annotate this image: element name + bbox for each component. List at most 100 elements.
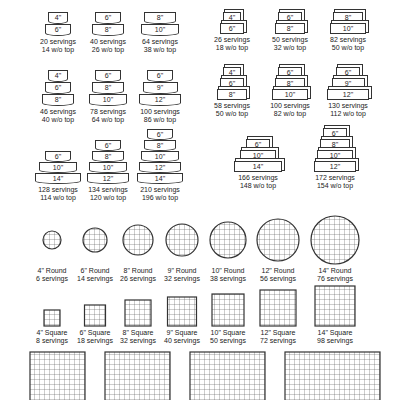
serving-label: 64 servings <box>142 38 178 46</box>
square-tier: 6" <box>246 139 270 150</box>
round-grid <box>311 216 359 264</box>
tier-size: 6" <box>229 80 235 87</box>
square-tier: 14" <box>234 161 282 172</box>
round-tier: 6" <box>147 129 173 140</box>
serving-label: 72 servings <box>260 337 296 345</box>
serving-label: 32 servings <box>120 337 156 345</box>
serving-label: 6 servings <box>36 275 68 283</box>
tier-size: 6" <box>55 153 61 160</box>
square-tier: 6" <box>278 12 302 23</box>
serving-label: 14 w/o top <box>42 46 74 54</box>
round-grid <box>83 228 107 252</box>
serving-label: 10" Square <box>211 329 246 337</box>
square-grid <box>168 297 197 326</box>
serving-label: 130 servings <box>328 102 368 110</box>
serving-label: 8" Round <box>124 267 153 275</box>
round-grid <box>166 224 198 256</box>
serving-label: 50 w/o top <box>332 44 364 52</box>
serving-label: 134 servings <box>88 186 128 194</box>
serving-label: 20 servings <box>40 38 76 46</box>
round-grid <box>123 225 153 255</box>
square-tier: 10" <box>317 150 353 161</box>
tier-size: 6" <box>55 84 61 91</box>
round-tier: 6" <box>95 12 121 24</box>
sheet-grid <box>105 352 170 400</box>
serving-label: 148 w/o top <box>240 182 276 190</box>
round-tier: 9" <box>143 82 178 94</box>
tier-size: 4" <box>55 14 61 21</box>
round-grid <box>257 219 299 261</box>
square-grid <box>315 286 355 326</box>
square-grid <box>44 310 60 326</box>
tier-size: 14" <box>253 163 263 170</box>
sheet-grid <box>190 352 265 400</box>
round-tier: 8" <box>42 94 74 106</box>
serving-label: 26 servings <box>120 275 156 283</box>
tier-size: 12" <box>155 96 165 103</box>
tier-size: 8" <box>332 141 338 148</box>
square-tier: 8" <box>320 139 350 150</box>
serving-label: 50 servings <box>272 36 308 44</box>
serving-label: 6" Round <box>81 267 110 275</box>
serving-label: 8 servings <box>36 337 68 345</box>
round-tier: 10" <box>89 94 127 106</box>
serving-label: 46 servings <box>40 108 76 116</box>
square-tier: 12" <box>314 161 356 172</box>
tier-size: 8" <box>345 14 351 21</box>
serving-label: 38 servings <box>210 275 246 283</box>
serving-label: 154 w/o top <box>317 182 353 190</box>
round-tier: 14" <box>137 173 183 184</box>
round-tier: 10" <box>141 24 179 36</box>
tier-size: 6" <box>255 141 261 148</box>
serving-label: 32 servings <box>164 275 200 283</box>
serving-label: 12" Round <box>262 267 295 275</box>
square-tier: 12" <box>327 89 369 100</box>
serving-label: 82 servings <box>330 36 366 44</box>
serving-label: 128 servings <box>38 186 78 194</box>
tier-size: 6" <box>105 14 111 21</box>
serving-label: 38 w/o top <box>144 46 176 54</box>
round-tier: 6" <box>147 70 173 82</box>
serving-label: 120 w/o top <box>90 194 126 202</box>
square-tier: 4" <box>223 12 241 23</box>
square-tier: 8" <box>275 23 305 34</box>
tier-size: 8" <box>105 84 111 91</box>
square-tier: 6" <box>220 78 244 89</box>
tier-size: 6" <box>287 14 293 21</box>
serving-label: 112 w/o top <box>330 110 366 118</box>
serving-label: 9" Round <box>168 267 197 275</box>
tier-size: 10" <box>155 26 165 33</box>
round-tier: 14" <box>35 173 81 184</box>
tier-size: 8" <box>287 25 293 32</box>
square-tier: 10" <box>272 89 308 100</box>
sheet-grid <box>30 352 85 400</box>
tier-size: 6" <box>105 142 111 149</box>
serving-label: 40 servings <box>164 337 200 345</box>
serving-label: 12" Square <box>261 329 296 337</box>
serving-label: 64 w/o top <box>92 116 124 124</box>
square-tier: 6" <box>323 128 347 139</box>
tier-size: 6" <box>157 131 163 138</box>
tier-size: 8" <box>157 142 163 149</box>
round-tier: 6" <box>45 151 71 162</box>
tier-size: 8" <box>55 96 61 103</box>
serving-label: 76 servings <box>317 275 353 283</box>
square-tier: 4" <box>223 67 241 78</box>
serving-label: 9" Square <box>167 329 198 337</box>
round-tier: 6" <box>45 24 71 36</box>
round-tier: 8" <box>144 140 176 151</box>
serving-label: 14 servings <box>77 275 113 283</box>
square-grid <box>125 300 151 326</box>
round-tier: 6" <box>45 82 71 94</box>
round-tier: 4" <box>48 70 68 82</box>
round-tier: 8" <box>144 12 176 24</box>
tier-size: 6" <box>229 25 235 32</box>
square-tier: 10" <box>240 150 276 161</box>
serving-label: 82 w/o top <box>274 110 306 118</box>
serving-label: 50 servings <box>210 337 246 345</box>
serving-label: 14" Square <box>318 329 353 337</box>
serving-label: 26 w/o top <box>92 46 124 54</box>
serving-label: 114 w/o top <box>40 194 76 202</box>
serving-label: 100 servings <box>140 108 180 116</box>
